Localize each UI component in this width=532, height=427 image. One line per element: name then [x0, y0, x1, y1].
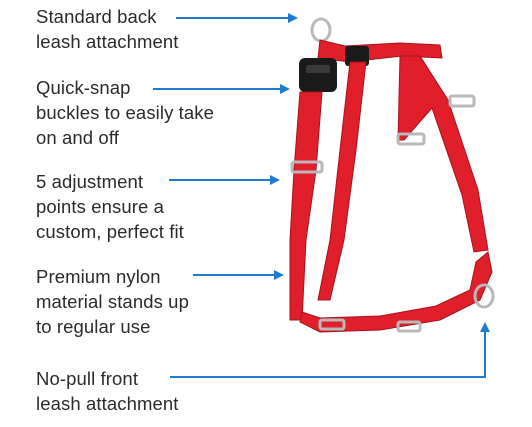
callout-line: Quick-snap: [36, 77, 131, 98]
callout-line: 5 adjustment: [36, 171, 144, 192]
callout-line: to regular use: [36, 316, 151, 337]
adjustment-slider-icons: [290, 94, 476, 333]
callout-arrows: [153, 13, 490, 378]
callout-line: on and off: [36, 127, 119, 148]
callout-line: Premium nylon: [36, 266, 161, 287]
callout-line: material stands up: [36, 291, 189, 312]
callout-line: leash attachment: [36, 393, 179, 414]
right-strap: [397, 55, 489, 253]
chest-strap: [299, 251, 493, 333]
front-leash-ring-icon: [473, 283, 495, 309]
back-strap: [317, 39, 443, 63]
callout-nylon: Premium nylon material stands up to regu…: [36, 264, 189, 339]
callout-back-attachment: Standard back leash attachment: [36, 4, 179, 54]
callout-line: custom, perfect fit: [36, 221, 184, 242]
callout-line: leash attachment: [36, 31, 179, 52]
callout-adjustment: 5 adjustment points ensure a custom, per…: [36, 169, 184, 244]
callout-line: buckles to easily take: [36, 102, 215, 123]
callout-front-attachment: No-pull front leash attachment: [36, 366, 179, 416]
back-leash-ring-icon: [310, 17, 332, 43]
callout-line: points ensure a: [36, 196, 165, 217]
callout-line: Standard back: [36, 6, 157, 27]
left-strap: [289, 91, 323, 321]
middle-strap: [317, 61, 367, 301]
callout-quick-snap: Quick-snap buckles to easily take on and…: [36, 75, 214, 150]
callout-line: No-pull front: [36, 368, 139, 389]
quick-snap-buckle-icon: [299, 46, 369, 92]
